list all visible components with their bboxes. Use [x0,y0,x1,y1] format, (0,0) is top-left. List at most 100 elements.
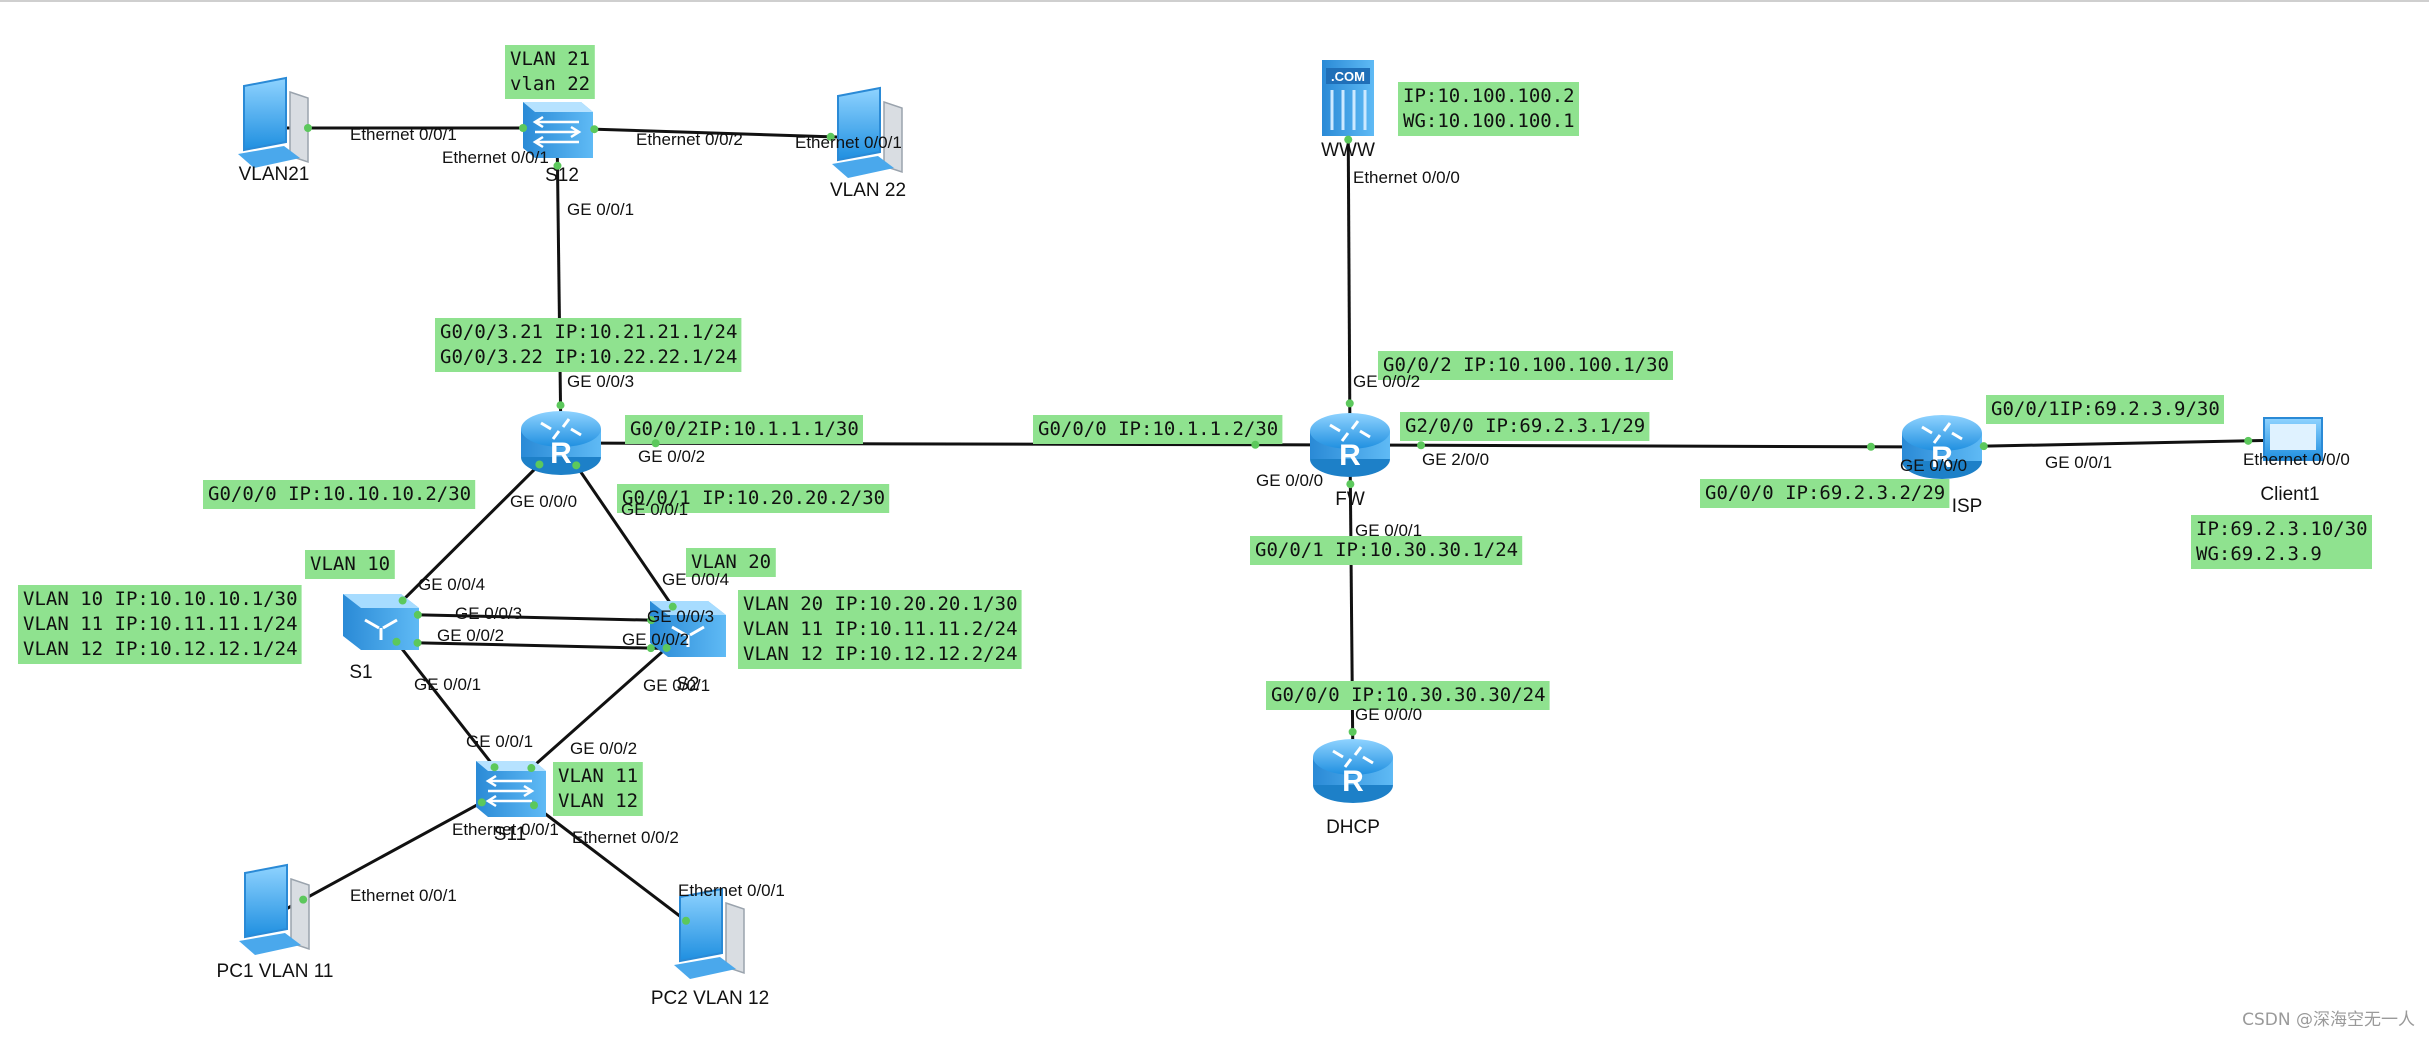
port-label: Ethernet 0/0/1 [350,125,457,144]
router-r-glyph: R [1339,439,1361,472]
port-label: Ethernet 0/0/1 [795,133,902,152]
note-fw-g200: G2/0/0 IP:69.2.3.1/29 [1400,412,1650,441]
switch-top [650,601,726,615]
port-label: GE 2/0/0 [1422,450,1489,469]
router-arrows [1332,746,1374,768]
note-text: G0/0/3.22 IP:10.22.22.1/24 [440,346,737,368]
port-label: Ethernet 0/0/1 [442,148,549,167]
link-line [1346,97,1352,446]
device-r[interactable]: R [521,411,601,475]
pc-tower [725,901,745,975]
note-text: G0/0/1 IP:10.20.20.2/30 [622,487,885,509]
port-dot [1345,399,1354,408]
device-s1[interactable]: S1 [343,594,419,683]
note-text: VLAN 10 [310,553,390,575]
router-top [1902,415,1982,451]
device-label: DHCP [1326,817,1380,838]
port-dot [527,764,536,773]
router-top [521,411,601,447]
note-text: VLAN 21 [510,48,590,70]
device-s12[interactable]: S12 [523,102,593,186]
device-pc-vlan22[interactable]: VLAN 22 [830,86,906,201]
device-label: WWW [1321,140,1375,161]
port-dot [646,644,655,653]
device-client1[interactable]: Client1 [2260,417,2323,505]
port-label: GE 0/0/0 [510,492,577,511]
switch-arrows [671,625,705,647]
note-box [1378,351,1673,380]
note-box [435,318,742,372]
note-text: IP:10.100.100.2 [1403,85,1575,107]
pc-tower [883,100,903,174]
port-dot [535,460,544,469]
port-dot [590,125,599,134]
note-fw-g001: G0/0/1 IP:10.30.30.1/24 [1250,536,1523,565]
note-text: WG:10.100.100.1 [1403,110,1575,132]
link-line [379,441,563,624]
router-r-glyph: R [550,437,572,470]
device-label: PC1 VLAN 11 [217,961,334,982]
port-label: GE 0/0/0 [1256,471,1323,490]
note-box [203,480,476,509]
note-box [18,585,302,664]
device-label: VLAN 22 [830,180,906,201]
note-text: G0/0/1IP:69.2.3.9/30 [1991,398,2220,420]
pc-screen [243,76,287,152]
link-line [274,785,511,917]
port-label: GE 0/0/1 [1355,521,1422,540]
note-box [1700,479,1950,508]
device-s2[interactable]: S2 [650,601,726,695]
device-pc1[interactable]: PC1 VLAN 11 [217,863,334,982]
note-fw-g000: G0/0/0 IP:10.1.1.2/30 [1033,415,1283,444]
port-label: GE 0/0/2 [622,630,689,649]
note-text: VLAN 11 IP:10.11.11.1/24 [23,613,298,635]
note-s1-vlan: VLAN 10 [305,550,395,579]
device-label: VLAN21 [239,164,310,185]
note-box [686,548,776,577]
device-fw[interactable]: RFW [1310,413,1390,510]
port-dot [647,616,656,625]
device-label: S11 [494,824,526,845]
note-www-ip: IP:10.100.100.2WG:10.100.100.1 [1398,82,1579,136]
note-fw-g002: G0/0/2 IP:10.100.100.1/30 [1378,351,1673,380]
port-dot [1344,135,1353,144]
device-label: S12 [545,165,579,186]
note-box [1398,82,1579,136]
port-label: GE 0/0/2 [437,626,504,645]
note-r-g002: G0/0/2IP:10.1.1.1/30 [625,415,863,444]
note-box [1033,415,1283,444]
port-dot [392,637,401,646]
switch-top [523,102,593,112]
router-arrows [540,418,582,440]
note-text: G0/0/3.21 IP:10.21.21.1/24 [440,321,737,343]
note-text: vlan 22 [510,73,590,95]
device-label: Client1 [2260,484,2319,505]
switch-arrow [488,784,535,798]
link-line [509,627,689,789]
port-label: GE 0/0/0 [1900,456,1967,475]
top-border [0,0,2429,2]
port-dot [556,401,565,410]
note-text: G2/0/0 IP:69.2.3.1/29 [1405,415,1645,437]
port-label: GE 0/0/4 [418,575,485,594]
port-dot [1346,480,1355,489]
device-pc2[interactable]: PC2 VLAN 12 [651,887,769,1009]
port-dot [530,801,538,810]
note-box [625,415,863,444]
device-pc-vlan21[interactable]: VLAN21 [238,76,310,185]
port-dot [1417,441,1426,450]
note-box [617,484,890,513]
note-box [738,590,1022,669]
port-label: Ethernet 0/0/2 [572,828,679,847]
port-dot [651,439,660,448]
note-text: VLAN 12 IP:10.12.12.1/24 [23,638,298,660]
note-s2-vlan: VLAN 20 [686,548,776,577]
note-r-g000: G0/0/0 IP:10.10.10.2/30 [203,480,476,509]
device-label: S1 [349,662,372,683]
router-top [1313,739,1393,775]
